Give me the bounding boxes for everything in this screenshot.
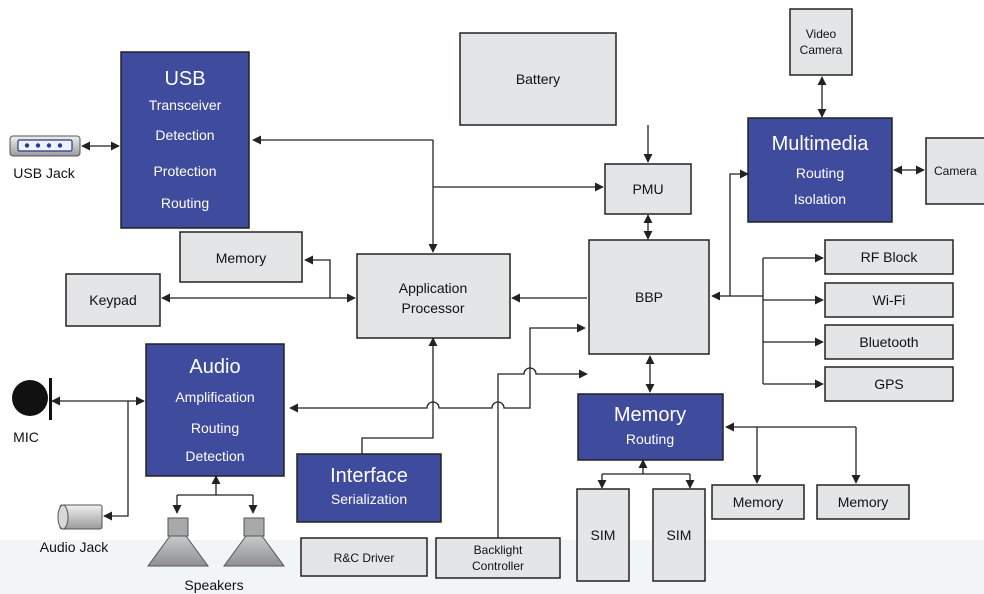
- audio-line-3: Detection: [185, 448, 244, 464]
- memory-bottom-1-label: Memory: [733, 494, 784, 510]
- usb-jack-label: USB Jack: [13, 165, 75, 181]
- wire-bbp-multimedia: [729, 169, 749, 296]
- audio-title: Audio: [189, 356, 240, 378]
- usb-title: USB: [164, 68, 205, 90]
- usb-line-2: Detection: [155, 127, 214, 143]
- battery-block: Battery: [459, 32, 617, 126]
- memory-bottom-2-label: Memory: [838, 494, 889, 510]
- bbp-label: BBP: [635, 289, 663, 305]
- interface-line-1: Serialization: [331, 491, 407, 507]
- backlight-line-2: Controller: [472, 559, 524, 573]
- bbp-block: BBP: [588, 239, 710, 355]
- interface-title: Interface: [330, 465, 408, 487]
- speaker-left-icon: [147, 517, 209, 567]
- usb-line-4: Routing: [161, 195, 209, 211]
- app-processor-block: Application Processor: [356, 253, 511, 339]
- mic-label: MIC: [13, 429, 39, 445]
- memory-routing-block: Memory Routing: [577, 393, 724, 461]
- rc-driver-block: R&C Driver: [300, 537, 428, 577]
- rc-driver-label: R&C Driver: [334, 551, 395, 565]
- memory-bottom-2-block: Memory: [816, 484, 910, 520]
- interface-block: Interface Serialization: [296, 453, 442, 523]
- rf-block: RF Block: [824, 239, 954, 275]
- wire-app-memory: [304, 255, 331, 298]
- speakers-label: Speakers: [184, 577, 243, 593]
- pmu-block: PMU: [604, 163, 692, 215]
- camera-block: Camera: [925, 137, 984, 205]
- multimedia-block: Multimedia Routing Isolation: [747, 117, 893, 223]
- multimedia-title: Multimedia: [772, 133, 870, 155]
- audio-line-2: Routing: [191, 420, 239, 436]
- video-camera-block: Video Camera: [789, 8, 853, 76]
- wire-audio-bbp: [289, 323, 586, 413]
- bluetooth-label: Bluetooth: [859, 334, 918, 350]
- gps-label: GPS: [874, 376, 904, 392]
- app-processor-line-2: Processor: [401, 300, 464, 316]
- app-processor-line-1: Application: [399, 280, 468, 296]
- memory-bottom-1-block: Memory: [711, 484, 805, 520]
- backlight-line-1: Backlight: [474, 543, 523, 557]
- audio-line-1: Amplification: [175, 389, 254, 405]
- sim-1-label: SIM: [591, 527, 616, 543]
- multimedia-line-1: Routing: [796, 165, 844, 181]
- wire-backlight-bbp: [497, 367, 588, 540]
- wire-audio-jack: [103, 401, 129, 521]
- audio-jack-label: Audio Jack: [40, 539, 109, 555]
- usb-line-3: Protection: [153, 163, 216, 179]
- mic-icon: [12, 378, 52, 420]
- multimedia-line-2: Isolation: [794, 191, 846, 207]
- memory-routing-line-1: Routing: [626, 431, 674, 447]
- memory-top-block: Memory: [179, 231, 303, 283]
- usb-line-1: Transceiver: [149, 97, 222, 113]
- video-camera-line-1: Video: [806, 27, 837, 41]
- audio-jack-icon: [57, 504, 103, 530]
- keypad-block: Keypad: [65, 273, 161, 327]
- camera-label: Camera: [934, 164, 977, 178]
- audio-block: Audio Amplification Routing Detection: [145, 343, 285, 477]
- wifi-label: Wi-Fi: [873, 292, 906, 308]
- wifi-block: Wi-Fi: [824, 282, 954, 318]
- sim-2-label: SIM: [667, 527, 692, 543]
- sim-1-block: SIM: [576, 488, 630, 582]
- gps-block: GPS: [824, 366, 954, 402]
- usb-block: USB Transceiver Detection Protection Rou…: [120, 51, 250, 229]
- usb-jack-icon: [9, 135, 81, 157]
- backlight-block: Backlight Controller: [435, 537, 561, 579]
- speaker-right-icon: [223, 517, 285, 567]
- battery-label: Battery: [516, 71, 560, 87]
- sim-2-block: SIM: [652, 488, 706, 582]
- memory-routing-title: Memory: [614, 404, 686, 426]
- rf-block-label: RF Block: [861, 249, 919, 265]
- keypad-label: Keypad: [89, 292, 136, 308]
- bluetooth-block: Bluetooth: [824, 324, 954, 360]
- connections: [51, 76, 925, 540]
- pmu-label: PMU: [632, 181, 663, 197]
- memory-top-label: Memory: [216, 250, 267, 266]
- video-camera-line-2: Camera: [800, 43, 843, 57]
